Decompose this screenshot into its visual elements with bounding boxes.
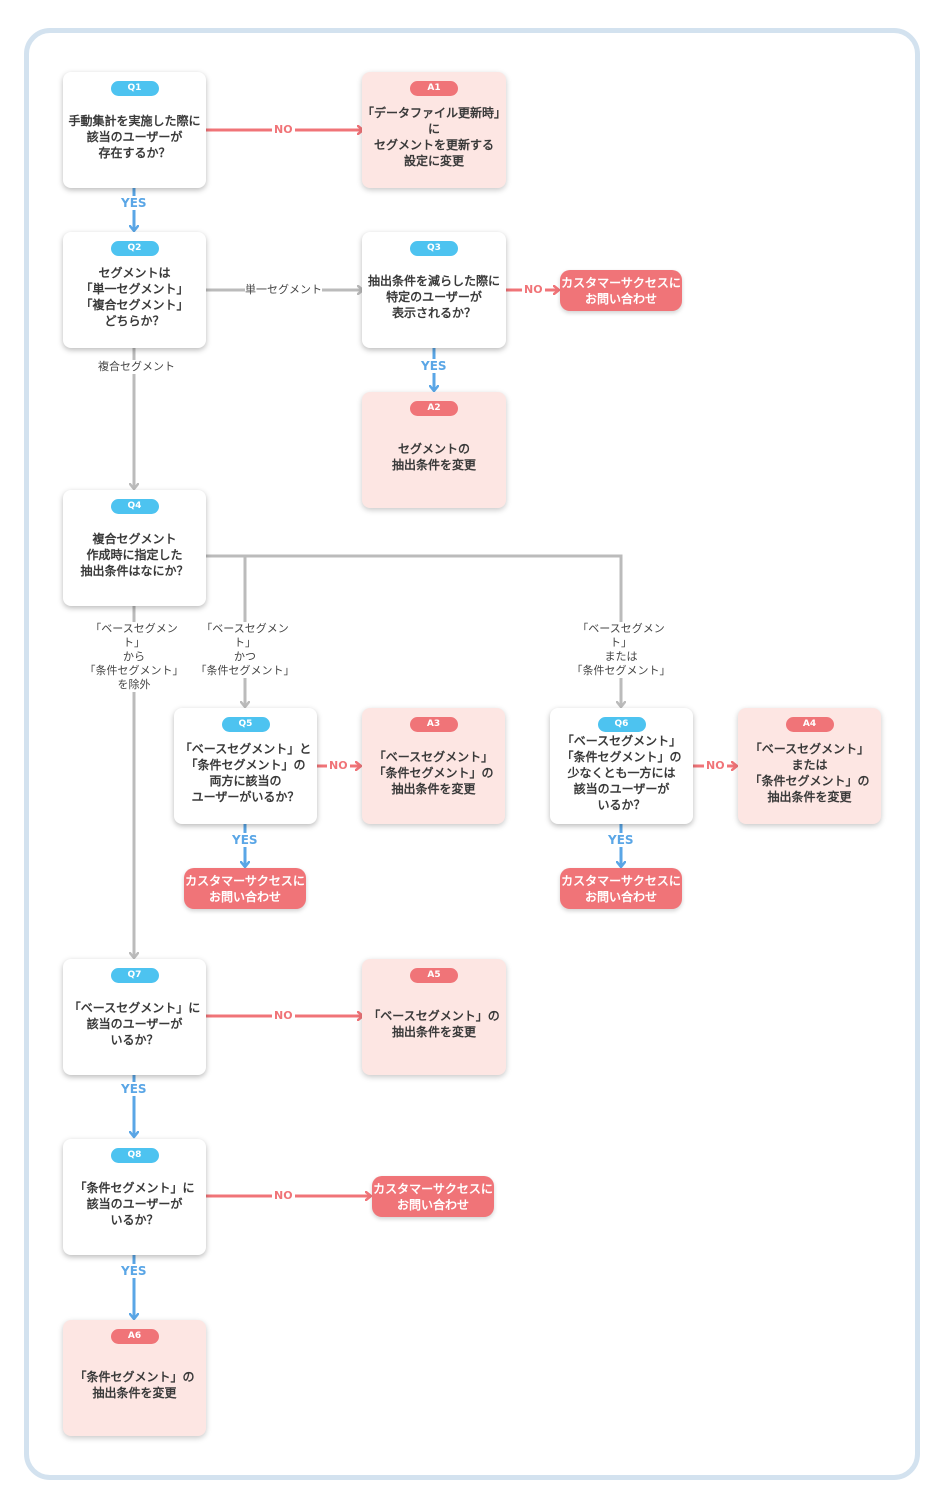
- node-a3-text: 「ベースセグメント」 「条件セグメント」の 抽出条件を変更: [373, 750, 494, 796]
- badge-q3: Q3: [410, 241, 458, 256]
- edge-label-yes-q6: YES: [607, 833, 635, 847]
- badge-a1: A1: [410, 81, 458, 96]
- edge-label-compound: 複合セグメント: [98, 360, 175, 374]
- node-q2-text: セグメントは 「単一セグメント」 「複合セグメント」 どちらか？: [80, 266, 189, 328]
- badge-q4: Q4: [110, 499, 159, 514]
- edge-label-or: 「ベースセグメント」 または 「条件セグメント」: [571, 622, 671, 678]
- node-q6-text: 「ベースセグメント」 「条件セグメント」の 少なくとも一方には 該当のユーザーが…: [561, 734, 682, 812]
- edge-label-and: 「ベースセグメント」 かつ 「条件セグメント」: [195, 622, 295, 678]
- badge-a4: A4: [785, 717, 834, 732]
- edge-label-exclude: 「ベースセグメント」 から 「条件セグメント」 を除外: [84, 622, 184, 692]
- badge-q8: Q8: [110, 1148, 159, 1163]
- node-a4-text: 「ベースセグメント」 または 「条件セグメント」の 抽出条件を変更: [749, 742, 870, 804]
- edge-label-yes-q3: YES: [420, 359, 448, 373]
- node-q5-text: 「ベースセグメント」と 「条件セグメント」の 両方に該当の ユーザーがいるか？: [179, 742, 312, 804]
- badge-q2: Q2: [110, 241, 159, 256]
- node-a1: A1 「データファイル更新時」に セグメントを更新する 設定に変更: [362, 72, 506, 188]
- node-q3: Q3 抽出条件を減らした際に 特定のユーザーが 表示されるか？: [362, 232, 506, 348]
- contact-pill-q6: カスタマーサクセスに お問い合わせ: [560, 868, 682, 909]
- node-q1: Q1 手動集計を実施した際に 該当のユーザーが 存在するか？: [63, 72, 206, 188]
- badge-q6: Q6: [597, 717, 646, 732]
- node-q2: Q2 セグメントは 「単一セグメント」 「複合セグメント」 どちらか？: [63, 232, 206, 348]
- node-q4-text: 複合セグメント 作成時に指定した 抽出条件はなにか？: [80, 532, 189, 578]
- node-a4: A4 「ベースセグメント」 または 「条件セグメント」の 抽出条件を変更: [738, 708, 881, 824]
- badge-a5: A5: [410, 968, 458, 983]
- edge-label-single: 単一セグメント: [245, 283, 322, 297]
- node-a2: A2 セグメントの 抽出条件を変更: [362, 392, 506, 508]
- edge-label-yes-q8: YES: [120, 1264, 148, 1278]
- badge-a6: A6: [110, 1329, 159, 1344]
- edge-label-no-q8: NO: [272, 1189, 295, 1203]
- edge-label-no-q7: NO: [272, 1009, 295, 1023]
- node-q7-text: 「ベースセグメント」に 該当のユーザーが いるか？: [68, 1001, 201, 1047]
- node-a1-text: 「データファイル更新時」に セグメントを更新する 設定に変更: [362, 106, 507, 168]
- node-q5: Q5 「ベースセグメント」と 「条件セグメント」の 両方に該当の ユーザーがいる…: [174, 708, 317, 824]
- badge-a3: A3: [409, 717, 458, 732]
- node-a2-text: セグメントの 抽出条件を変更: [391, 442, 476, 472]
- contact-pill-q3: カスタマーサクセスに お問い合わせ: [560, 270, 682, 311]
- node-a5-text: 「ベースセグメント」の 抽出条件を変更: [368, 1009, 500, 1039]
- edge-label-no-q5: NO: [327, 759, 350, 773]
- edge-label-no-q6: NO: [704, 759, 727, 773]
- badge-a2: A2: [410, 401, 458, 416]
- contact-pill-q5: カスタマーサクセスに お問い合わせ: [184, 868, 306, 909]
- node-a6: A6 「条件セグメント」の 抽出条件を変更: [63, 1320, 206, 1436]
- node-q8: Q8 「条件セグメント」に 該当のユーザーが いるか？: [63, 1139, 206, 1255]
- node-q1-text: 手動集計を実施した際に 該当のユーザーが 存在するか？: [68, 114, 201, 160]
- node-q4: Q4 複合セグメント 作成時に指定した 抽出条件はなにか？: [63, 490, 206, 606]
- node-q6: Q6 「ベースセグメント」 「条件セグメント」の 少なくとも一方には 該当のユー…: [550, 708, 693, 824]
- node-q8-text: 「条件セグメント」に 該当のユーザーが いるか？: [74, 1181, 195, 1227]
- edge-label-no-q1: NO: [272, 123, 295, 137]
- node-a6-text: 「条件セグメント」の 抽出条件を変更: [74, 1370, 195, 1400]
- edge-label-no-q3: NO: [522, 283, 545, 297]
- node-q7: Q7 「ベースセグメント」に 該当のユーザーが いるか？: [63, 959, 206, 1075]
- badge-q5: Q5: [221, 717, 270, 732]
- badge-q1: Q1: [110, 81, 159, 96]
- badge-q7: Q7: [110, 968, 159, 983]
- contact-pill-q8: カスタマーサクセスに お問い合わせ: [372, 1176, 494, 1217]
- edge-label-yes-q1: YES: [120, 196, 148, 210]
- node-q3-text: 抽出条件を減らした際に 特定のユーザーが 表示されるか？: [367, 274, 500, 320]
- edge-label-yes-q5: YES: [231, 833, 259, 847]
- node-a5: A5 「ベースセグメント」の 抽出条件を変更: [362, 959, 506, 1075]
- node-a3: A3 「ベースセグメント」 「条件セグメント」の 抽出条件を変更: [362, 708, 505, 824]
- edge-label-yes-q7: YES: [120, 1082, 148, 1096]
